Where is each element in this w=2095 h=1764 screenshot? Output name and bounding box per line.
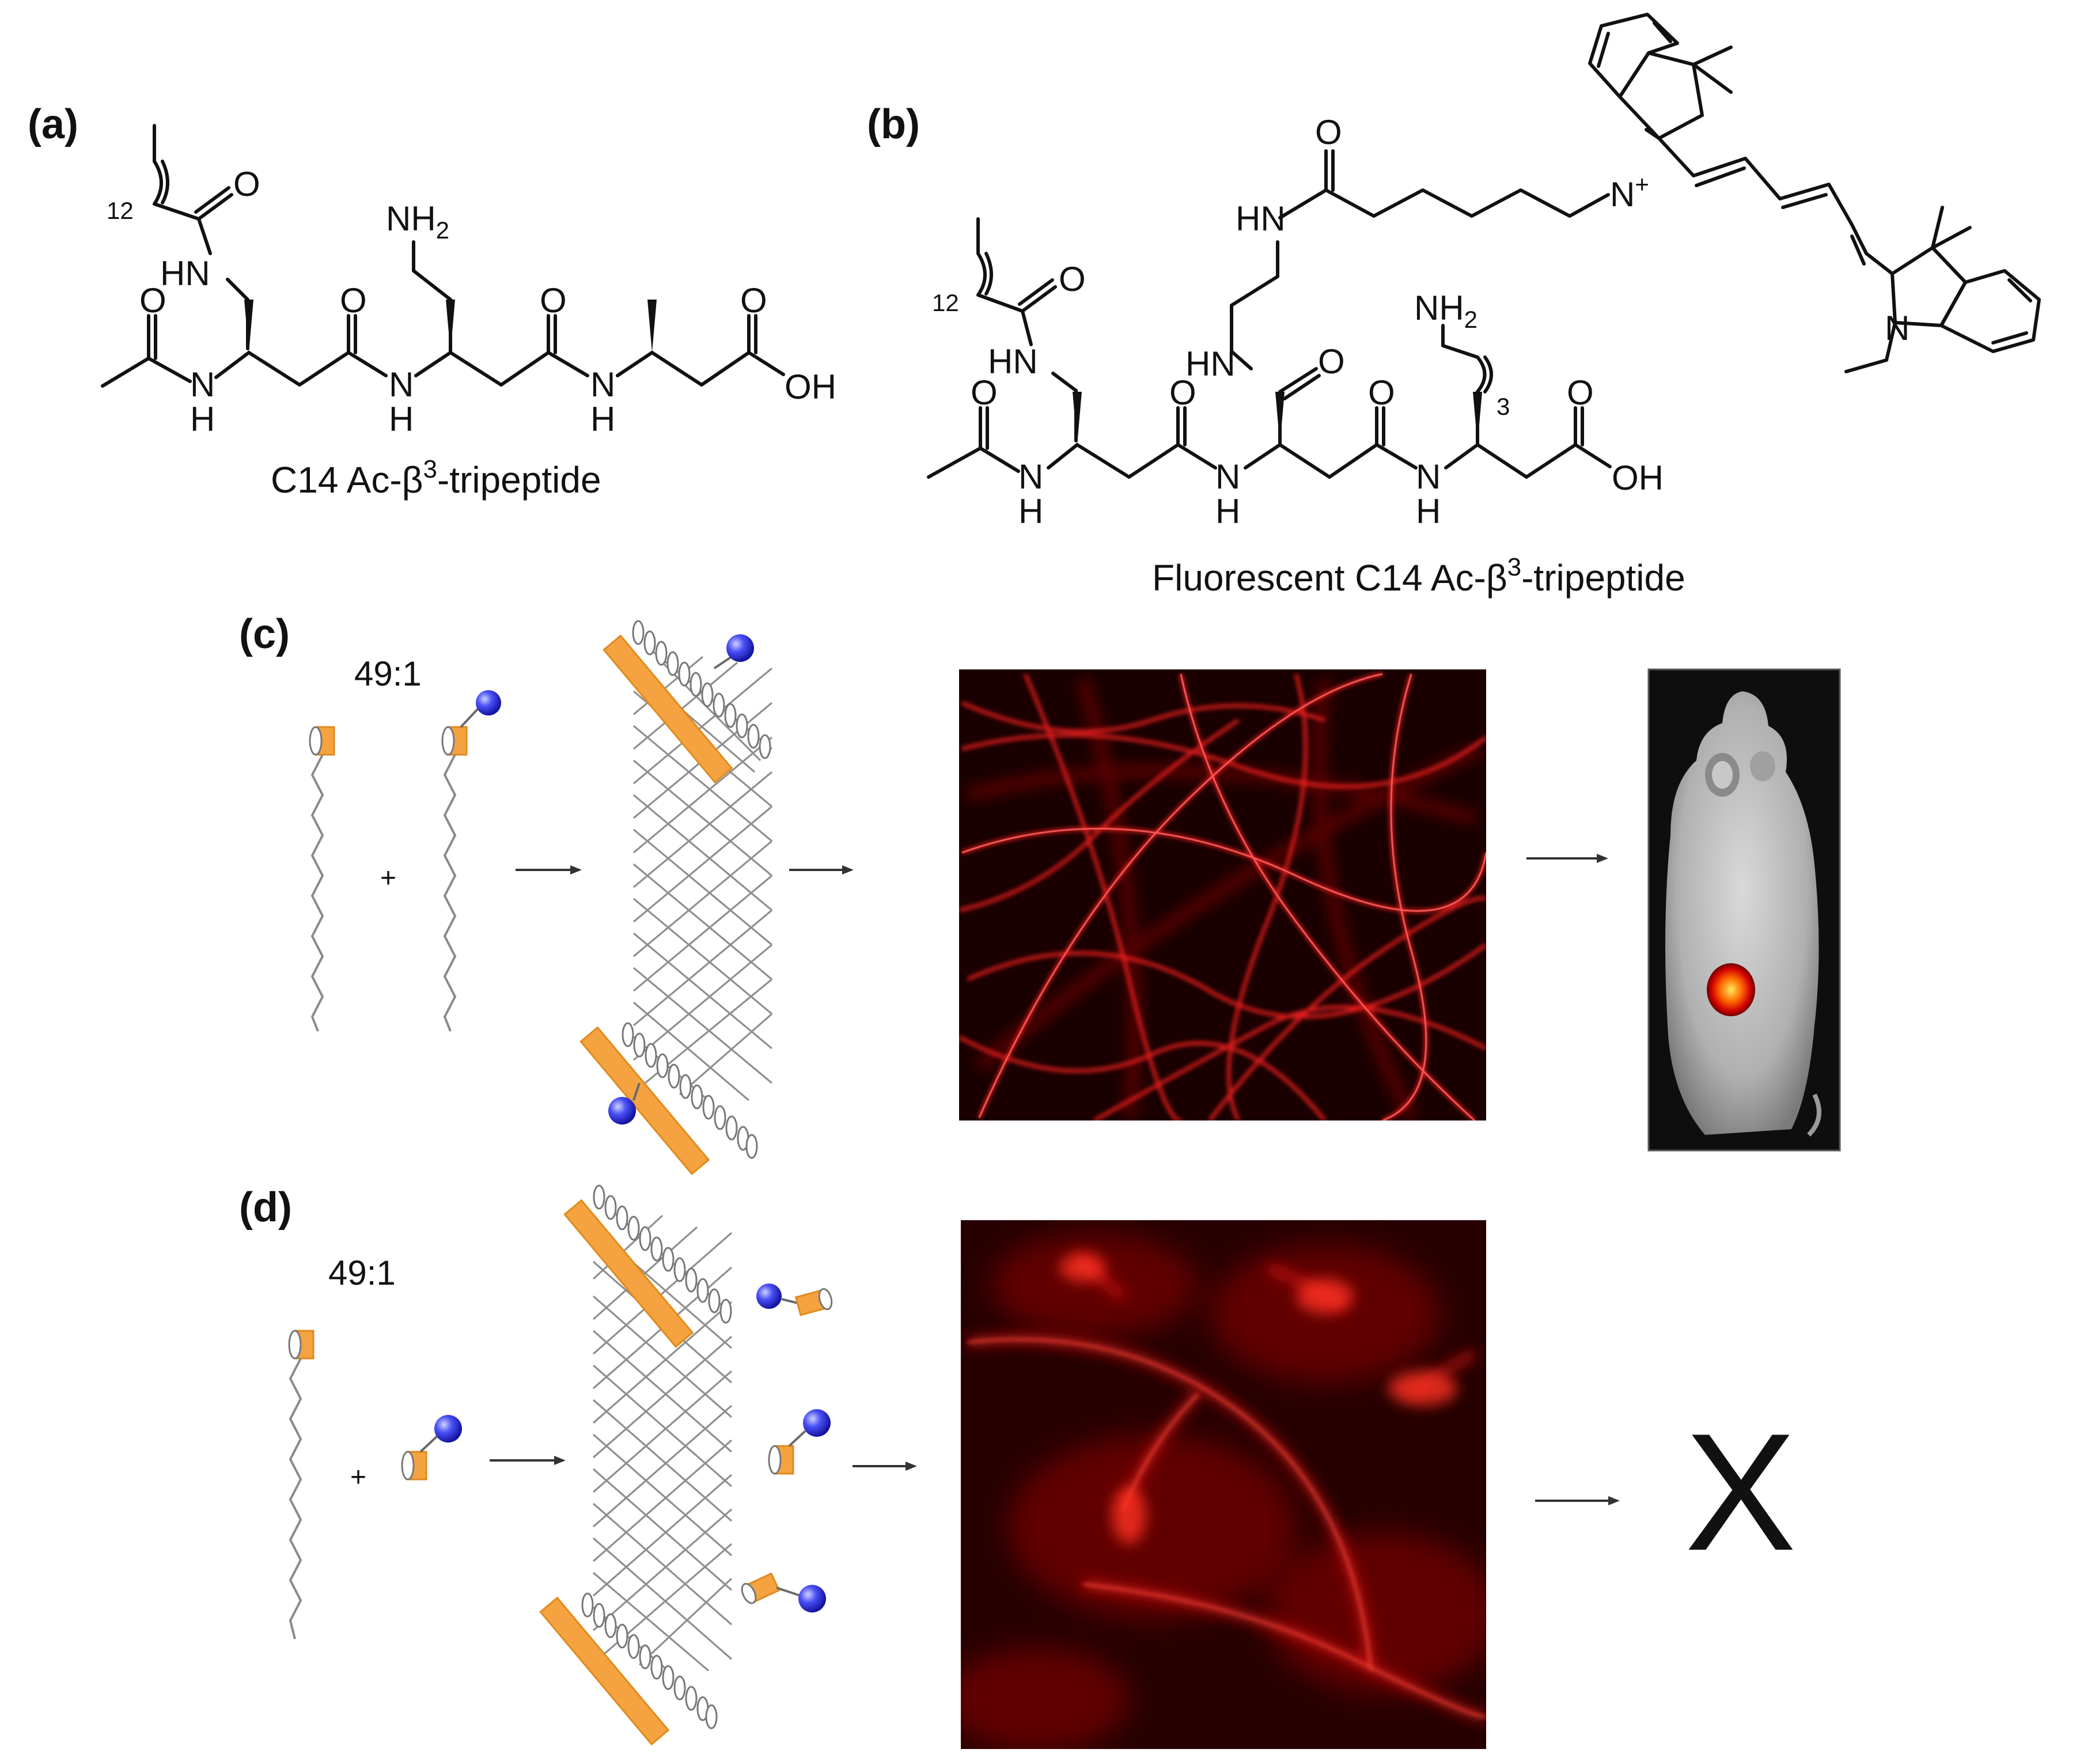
svg-text:H: H: [1215, 492, 1240, 531]
svg-text:H: H: [1416, 492, 1441, 531]
panel-a-label: (a): [28, 101, 78, 147]
structure-b-atoms: 12 O HN O HN N+ HN O NH2 3 O O O O N H N…: [932, 113, 1910, 531]
svg-text:HN: HN: [160, 254, 210, 293]
ratio-d: 49:1: [328, 1254, 396, 1292]
fluorescence-micrograph-icon: [959, 669, 1486, 1121]
wedge-bond: [1275, 392, 1285, 445]
wedge-bond: [244, 300, 253, 353]
svg-text:H: H: [389, 400, 414, 438]
svg-text:H: H: [1018, 492, 1043, 531]
fluorescent-head-icon: [401, 1415, 462, 1481]
svg-text:N: N: [1215, 457, 1240, 496]
svg-text:12: 12: [107, 197, 134, 224]
svg-text:N: N: [1018, 457, 1043, 496]
svg-text:O: O: [340, 281, 367, 320]
ratio-c: 49:1: [354, 654, 422, 693]
panel-b-label: (b): [867, 101, 920, 147]
svg-text:N: N: [1416, 457, 1441, 496]
svg-text:O: O: [233, 165, 260, 203]
wedge-bond: [1073, 392, 1082, 445]
svg-text:O: O: [540, 281, 567, 320]
panel-d-label: (d): [239, 1184, 292, 1231]
structure-b-bonds: [927, 13, 2041, 479]
arrow-head: [1608, 1496, 1620, 1505]
svg-text:O: O: [971, 373, 998, 412]
peptide-monomer-icon: [288, 1330, 315, 1640]
arrow-head: [570, 865, 582, 875]
wedge-bond: [647, 300, 657, 353]
no-signal-x: X: [1685, 1399, 1796, 1585]
arrow-head: [842, 865, 854, 875]
svg-text:N: N: [389, 365, 414, 404]
panel-b: (b): [867, 13, 2041, 599]
svg-text:N: N: [590, 365, 615, 404]
svg-text:O: O: [1567, 373, 1594, 412]
panel-a: (a): [28, 101, 836, 501]
svg-text:12: 12: [932, 289, 959, 316]
mouse-in-vivo-image-icon: [1647, 668, 1841, 1152]
svg-text:HN: HN: [1185, 345, 1236, 383]
released-fluorophore-icon: [768, 1409, 831, 1475]
panel-c-label: (c): [239, 611, 290, 657]
svg-text:O: O: [1368, 373, 1395, 412]
arrow-head: [906, 1462, 917, 1471]
peptide-monomer-icon: [309, 726, 335, 1032]
svg-text:NH2: NH2: [386, 199, 449, 244]
nanofibre-bilayer-icon: [539, 1184, 733, 1746]
svg-text:O: O: [139, 281, 166, 320]
plus-sign: +: [380, 863, 396, 894]
svg-text:HN: HN: [1236, 199, 1286, 238]
svg-text:O: O: [740, 281, 767, 320]
fluorescence-micrograph-icon: [961, 1220, 1486, 1749]
structure-a-atoms: 12 O HN NH2 O O O O N H N H N H OH: [107, 165, 836, 438]
hotspot: [1707, 963, 1755, 1016]
svg-text:3: 3: [1497, 393, 1510, 420]
wedge-bond: [1473, 392, 1482, 445]
svg-text:NH2: NH2: [1414, 289, 1478, 333]
caption-b: Fluorescent C14 Ac-β3-tripeptide: [1152, 553, 1685, 599]
svg-text:O: O: [1318, 342, 1345, 381]
svg-text:HN: HN: [988, 342, 1038, 381]
plus-sign: +: [350, 1462, 366, 1493]
panel-d: (d) 49:1 +: [239, 1184, 1796, 1749]
fluorophore-sphere-icon: [476, 690, 501, 716]
svg-text:O: O: [1169, 373, 1196, 412]
svg-text:N: N: [1885, 309, 1910, 347]
released-fluorophore-icon: [756, 1284, 833, 1316]
released-fluorophore-icon: [741, 1572, 826, 1612]
panel-c: (c) 49:1 +: [239, 611, 1841, 1175]
svg-text:O: O: [1315, 113, 1342, 152]
svg-text:N+: N+: [1610, 171, 1649, 214]
svg-text:H: H: [590, 400, 615, 438]
nanofibre-bilayer-icon: [579, 620, 773, 1175]
fluorescent-monomer-icon: [441, 690, 501, 1032]
svg-text:H: H: [190, 400, 215, 438]
structure-a-bonds: [101, 124, 785, 388]
svg-text:OH: OH: [785, 368, 836, 406]
arrow-head: [1597, 854, 1608, 863]
svg-text:OH: OH: [1612, 459, 1664, 497]
wedge-bond: [446, 300, 455, 353]
svg-text:O: O: [1059, 260, 1086, 298]
arrow-head: [554, 1456, 566, 1465]
caption-a: C14 Ac-β3-tripeptide: [271, 455, 601, 501]
svg-text:N: N: [190, 365, 215, 404]
